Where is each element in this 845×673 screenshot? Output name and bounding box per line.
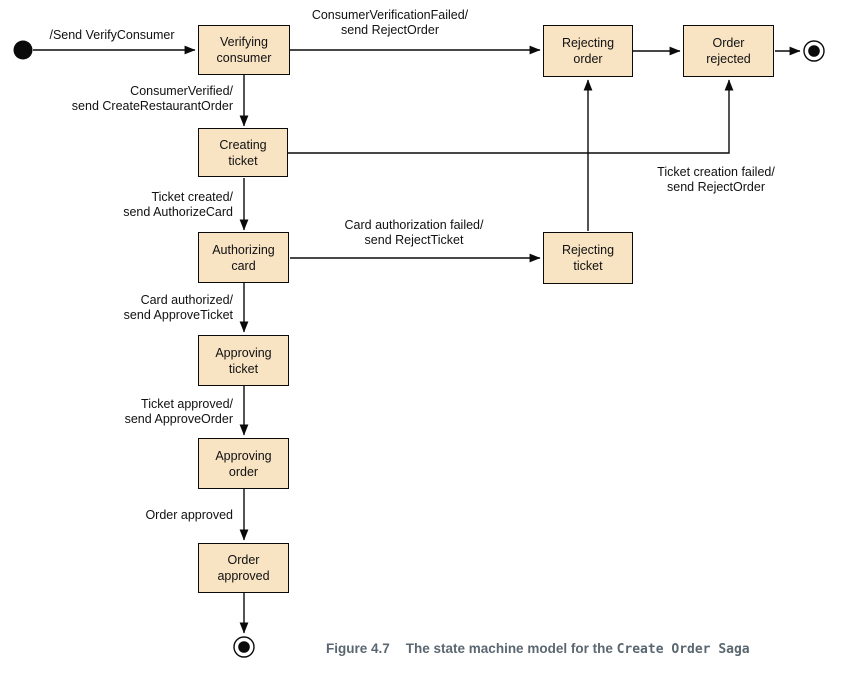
label-ticket-approved: Ticket approved/ send ApproveOrder bbox=[124, 397, 233, 426]
label-order-approved: Order approved bbox=[145, 508, 233, 522]
state-creating-ticket: Creating ticket bbox=[198, 128, 288, 177]
state-approving-ticket: Approving ticket bbox=[198, 335, 289, 386]
label-card-authorization-failed: Card authorization failed/ send RejectTi… bbox=[344, 218, 484, 247]
state-order-approved: Order approved bbox=[198, 543, 289, 593]
label-ticket-created: Ticket created/ send AuthorizeCard bbox=[123, 190, 233, 219]
state-verifying-consumer: Verifying consumer bbox=[198, 25, 290, 75]
state-approving-order: Approving order bbox=[198, 438, 289, 489]
state-rejecting-order: Rejecting order bbox=[543, 25, 633, 77]
label-consumer-verification-failed: ConsumerVerificationFailed/ send RejectO… bbox=[311, 8, 469, 37]
figure-caption: Figure 4.7 The state machine model for th… bbox=[326, 641, 750, 657]
final-state-top bbox=[803, 40, 825, 62]
state-order-rejected: Order rejected bbox=[683, 25, 774, 77]
label-send-verify-consumer: /Send VerifyConsumer bbox=[49, 28, 175, 42]
label-consumer-verified: ConsumerVerified/ send CreateRestaurantO… bbox=[71, 84, 233, 113]
figure-caption-text: The state machine model for the bbox=[405, 641, 617, 656]
arrow-creating-to-order-rejected bbox=[288, 79, 734, 154]
figure-caption-code: Create Order Saga bbox=[616, 642, 750, 657]
state-rejecting-ticket: Rejecting ticket bbox=[543, 232, 633, 284]
final-state-bottom bbox=[233, 636, 255, 658]
label-ticket-creation-failed: Ticket creation failed/ send RejectOrder bbox=[657, 165, 775, 194]
figure-number: Figure 4.7 bbox=[326, 641, 390, 656]
state-authorizing-card: Authorizing card bbox=[198, 232, 289, 283]
label-card-authorized: Card authorized/ send ApproveTicket bbox=[123, 293, 233, 322]
initial-state-dot bbox=[13, 40, 33, 60]
